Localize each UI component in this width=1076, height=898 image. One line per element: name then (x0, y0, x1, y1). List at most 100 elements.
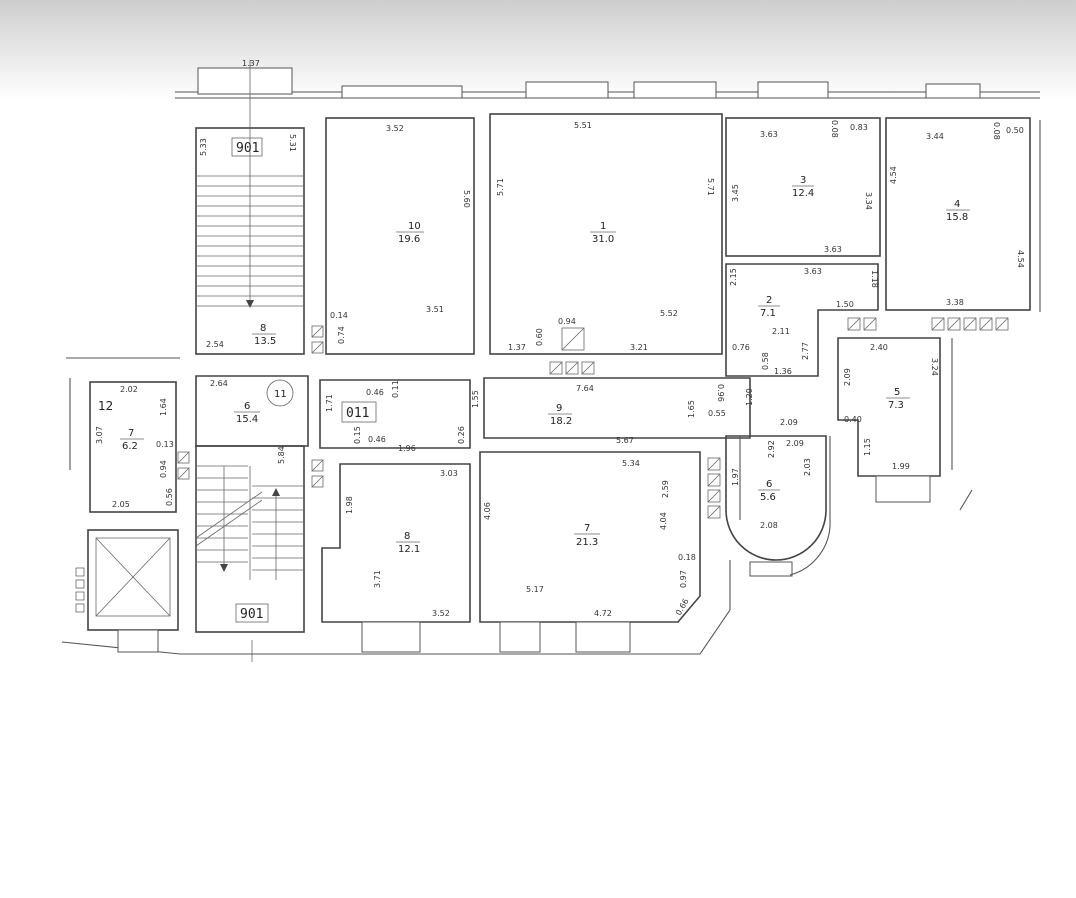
dimension: 2.64 (210, 379, 228, 388)
dimension: 1.15 (863, 438, 872, 456)
dimension: 1.97 (731, 468, 740, 486)
dimension: 1.20 (745, 388, 754, 406)
dimension: 0.40 (844, 415, 862, 424)
circle-marker (266, 379, 294, 407)
room-7-large-outline (479, 451, 701, 623)
dimension: 0.74 (337, 326, 346, 344)
svg-text:7.1: 7.1 (760, 308, 776, 319)
svg-text:8: 8 (260, 323, 266, 334)
room-3-outline (725, 117, 881, 257)
svg-text:6.2: 6.2 (122, 441, 138, 452)
svg-text:15.4: 15.4 (236, 414, 258, 425)
stair-top-tag-box (231, 137, 263, 157)
dimension: 0.08 (830, 120, 839, 138)
stair-block-top (195, 60, 305, 355)
dimension: 2.77 (801, 342, 810, 360)
svg-text:4: 4 (954, 199, 960, 210)
dimension: 0.76 (732, 343, 750, 352)
dimension: 0.94 (558, 317, 576, 326)
room-9-outline (483, 377, 751, 439)
svg-text:15.8: 15.8 (946, 212, 968, 223)
dimension: 0.94 (159, 460, 168, 478)
room-10-label: 10 19.6 (396, 221, 424, 245)
dimension: 1.37 (508, 343, 526, 352)
dimension: 0.08 (992, 122, 1001, 140)
dimension: 2.11 (772, 327, 790, 336)
dimension: 1.36 (774, 367, 792, 376)
dimension: 5.51 (574, 121, 592, 130)
dimension: 3.45 (731, 184, 740, 202)
svg-text:8: 8 (404, 531, 410, 542)
svg-text:5: 5 (894, 387, 900, 398)
room-1-label: 1 31.0 (590, 221, 616, 245)
dimension: 0.66 (674, 597, 691, 617)
dimension: 0.83 (850, 123, 868, 132)
room-2-label: 2 7.1 (758, 295, 780, 319)
svg-text:10: 10 (408, 221, 421, 232)
dimension: 2.09 (780, 418, 798, 427)
dimension: 3.51 (426, 305, 444, 314)
dimension: 2.40 (870, 343, 888, 352)
stair-top-tag: 901 (236, 141, 259, 156)
corridor-tag: 011 (346, 406, 369, 421)
svg-text:31.0: 31.0 (592, 234, 614, 245)
dimension: 2.08 (760, 521, 778, 530)
dimension: 2.03 (803, 458, 812, 476)
room-7-small-label: 7 6.2 (120, 428, 144, 452)
dimension: 1.98 (345, 496, 354, 514)
room-8-label: 8 12.1 (396, 531, 420, 555)
room-7-large-label: 7 21.3 (574, 523, 600, 548)
dimension: 5.52 (660, 309, 678, 318)
svg-text:1: 1 (600, 221, 606, 232)
svg-text:7.3: 7.3 (888, 400, 904, 411)
dimension: 2.54 (206, 340, 224, 349)
stair-bottom-tag-box (235, 603, 269, 623)
room-4-outline (885, 117, 1031, 311)
vent-col-apse (707, 457, 721, 519)
dimension: 5.17 (526, 585, 544, 594)
svg-text:12.1: 12.1 (398, 544, 420, 555)
room-8-stair-label: 8 13.5 (252, 323, 276, 347)
dimension: 5.71 (496, 178, 505, 196)
dimension: 2.15 (729, 268, 738, 286)
dimension: 0.13 (156, 440, 174, 449)
vent-row-right (847, 317, 1009, 331)
dimension: 3.34 (864, 192, 873, 210)
north-arrow-dim: 1.37 (242, 59, 260, 68)
top-windows (197, 67, 981, 99)
dimension: 2.05 (112, 500, 130, 509)
corridor-011-outline (319, 379, 471, 449)
dimension: 0.15 (353, 426, 362, 444)
room-1-outline (489, 113, 723, 355)
dimension: 4.06 (483, 502, 492, 520)
svg-text:3: 3 (800, 175, 806, 186)
dimension: 0.50 (1006, 126, 1024, 135)
dimension: 0.46 (366, 388, 384, 397)
svg-text:18.2: 18.2 (550, 416, 572, 427)
vent-row-room1 (549, 327, 595, 375)
room-6-lobby-label: 6 15.4 (234, 401, 260, 425)
room-3-label: 3 12.4 (792, 175, 814, 199)
stair-block-bottom (195, 445, 305, 662)
room-6-apse-outline (725, 435, 827, 561)
dimension: 5.31 (288, 134, 297, 152)
dimension: 3.24 (930, 358, 939, 376)
dimension: 2.09 (843, 368, 852, 386)
dimension: 3.52 (386, 124, 404, 133)
dimension: 5.71 (706, 178, 715, 196)
svg-text:7: 7 (128, 428, 134, 439)
dimension: 0.18 (678, 553, 696, 562)
dimension: 2.09 (786, 439, 804, 448)
bottom-windows (117, 621, 631, 653)
corridor-tag-box (341, 401, 377, 423)
dimension: 5.33 (199, 138, 208, 156)
dimension: 0.58 (761, 352, 770, 370)
dimension: 0.14 (330, 311, 348, 320)
svg-text:12.4: 12.4 (792, 188, 814, 199)
dimension: 3.44 (926, 132, 944, 141)
svg-text:13.5: 13.5 (254, 336, 276, 347)
dimension: 0.97 (679, 570, 688, 588)
dimension: 2.92 (767, 440, 776, 458)
dimension: 1.55 (471, 390, 480, 408)
dimension: 3.63 (824, 245, 842, 254)
